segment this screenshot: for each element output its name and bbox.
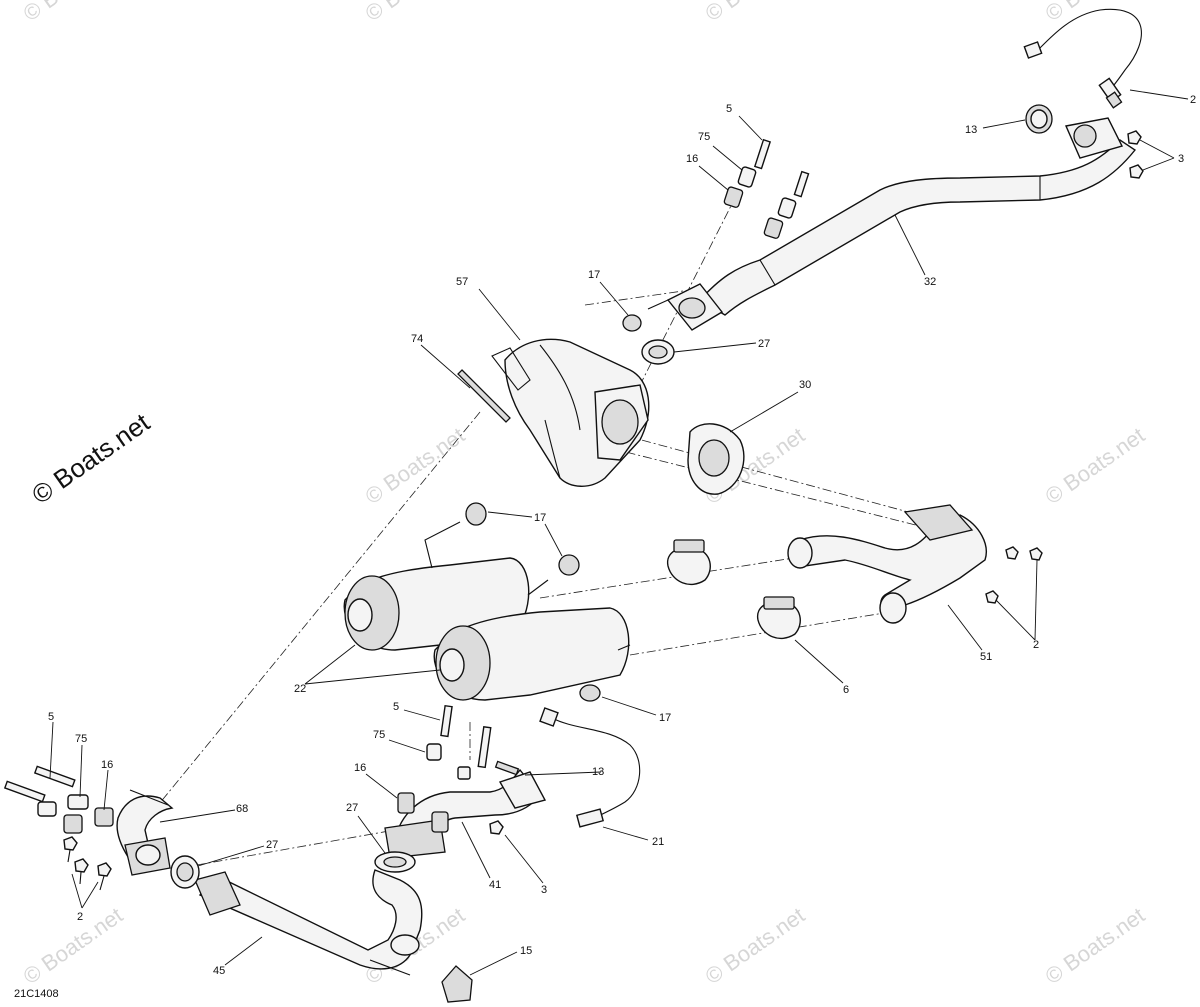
springs-lower-left	[63, 807, 114, 834]
grommet-muffler-top	[465, 502, 487, 526]
muffler-right	[433, 607, 631, 701]
callout-32: 32	[924, 276, 936, 288]
callout-74: 74	[411, 333, 423, 345]
diagram-code: 21C1408	[14, 988, 59, 1000]
watermark: © Boats.net	[361, 0, 470, 26]
callout-3: 3	[541, 884, 547, 896]
springs-upper	[723, 186, 784, 239]
converter-outlet-gasket	[687, 423, 745, 495]
leader-lines	[49, 89, 1189, 976]
callout-21: 21	[652, 836, 664, 848]
callout-6: 6	[843, 684, 849, 696]
y-pipe	[787, 504, 987, 624]
rear-header-pipe	[384, 768, 547, 859]
watermark: © Boats.net	[1041, 422, 1150, 509]
rubber-hanger	[441, 965, 473, 1003]
callout-2: 2	[1190, 94, 1196, 106]
muffler-clamp-lower	[756, 596, 801, 639]
gasket-left-header	[170, 855, 200, 889]
callout-5: 5	[48, 711, 54, 723]
callout-30: 30	[799, 379, 811, 391]
flange-nuts-upper	[1127, 130, 1144, 179]
callout-45: 45	[213, 965, 225, 977]
callout-27: 27	[346, 802, 358, 814]
callout-5: 5	[726, 103, 732, 115]
callout-51: 51	[980, 651, 992, 663]
studs-lower-left	[3, 765, 76, 803]
callout-13: 13	[592, 766, 604, 778]
grommet-front	[622, 299, 669, 332]
front-header-pipe	[666, 117, 1137, 331]
callout-13: 13	[965, 124, 977, 136]
callout-16: 16	[686, 153, 698, 165]
callout-75: 75	[75, 733, 87, 745]
washers-lower-left	[37, 794, 89, 817]
muffler-clamp-upper	[666, 539, 711, 585]
gasket-front-pipe	[641, 339, 675, 365]
exhaust-gasket-upper	[1025, 104, 1053, 134]
callout-16: 16	[101, 759, 113, 771]
watermark: © Boats.net	[361, 422, 470, 509]
callout-68: 68	[236, 803, 248, 815]
oxygen-sensor-lower	[539, 707, 641, 828]
callout-5: 5	[393, 701, 399, 713]
watermark: © Boats.net	[1041, 0, 1150, 26]
gasket-rear-pipe	[374, 851, 416, 873]
thin-gasket	[457, 369, 511, 423]
watermark: © Boats.net	[701, 0, 810, 26]
watermark: © Boats.net	[1041, 902, 1150, 989]
assembly-guide-lines	[149, 195, 976, 869]
studs-lower-middle	[440, 704, 492, 769]
oxygen-sensor-upper	[1023, 8, 1142, 109]
callout-17: 17	[659, 712, 671, 724]
watermark: © Boats.net	[19, 902, 128, 989]
grommet-muffler-mid	[558, 554, 580, 576]
lower-pipe	[194, 869, 423, 976]
callout-22: 22	[294, 683, 306, 695]
callout-2: 2	[1033, 639, 1039, 651]
callout-41: 41	[489, 879, 501, 891]
watermark: © Boats.net	[701, 902, 810, 989]
callout-27: 27	[266, 839, 278, 851]
bolts-lower-left	[63, 836, 112, 891]
callout-16: 16	[354, 762, 366, 774]
callout-75: 75	[698, 131, 710, 143]
springs-lower-middle	[397, 792, 449, 833]
watermark-main: © Boats.net	[26, 407, 155, 510]
gasket-lower-spring	[494, 760, 520, 776]
washer-lower-middle	[426, 743, 471, 780]
callout-15: 15	[520, 945, 532, 957]
callout-27: 27	[758, 338, 770, 350]
callout-2: 2	[77, 911, 83, 923]
callout-17: 17	[534, 512, 546, 524]
watermark: © Boats.net	[19, 0, 128, 26]
y-pipe-bolts	[985, 546, 1043, 604]
callout-75: 75	[373, 729, 385, 741]
callout-57: 57	[456, 276, 468, 288]
stud-bolts-upper	[753, 138, 810, 198]
watermark-layer: © Boats.net © Boats.net © Boats.net © Bo…	[19, 0, 1150, 989]
callout-17: 17	[588, 269, 600, 281]
grommet-muffler-bottom	[579, 684, 601, 702]
left-header	[116, 789, 174, 876]
callout-labels: 2 13 3 5 75 16 32 17 27 57 74 30 17 22 6…	[48, 94, 1196, 977]
callout-3: 3	[1178, 153, 1184, 165]
catalytic-converter	[491, 338, 650, 487]
washers-upper	[737, 166, 797, 219]
bolt-lower-middle	[489, 820, 504, 835]
